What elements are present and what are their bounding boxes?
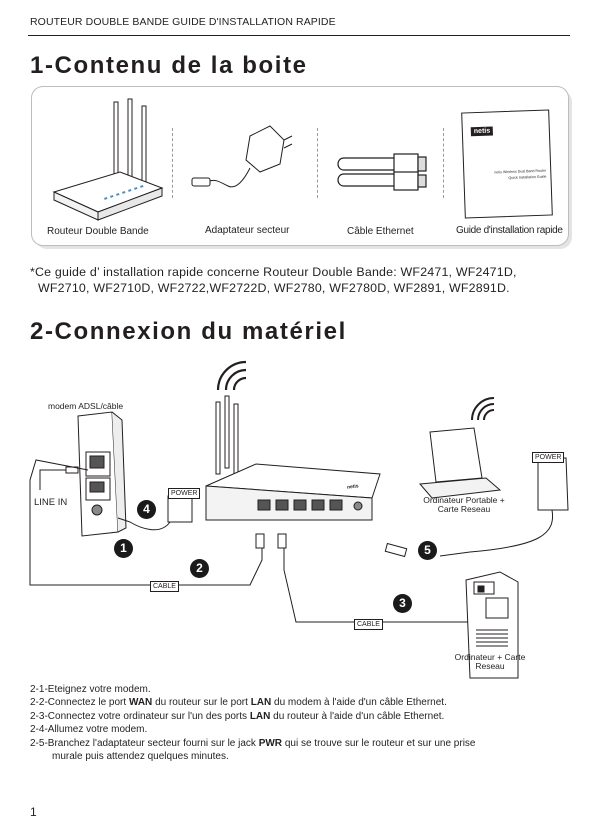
modem-label: modem ADSL/câble — [48, 401, 124, 411]
connection-diagram — [29, 360, 569, 679]
router-adapter-power-tag: POWER — [168, 488, 201, 499]
models-line-1: *Ce guide d’ installation rapide concern… — [30, 265, 517, 279]
cable-tag-computer: CABLE — [354, 619, 383, 630]
laptop-label-line2: Carte Reseau — [437, 504, 491, 514]
separator — [317, 128, 318, 198]
separator — [172, 128, 173, 198]
item-label-router: Routeur Double Bande — [47, 226, 149, 237]
desktop-label-line2: Reseau — [475, 661, 505, 671]
step-marker-1: 1 — [114, 539, 133, 558]
step-2-5-continued: murale puis attendez quelques minutes. — [52, 751, 229, 763]
section2-title: 2-Connexion du matériel — [30, 318, 347, 345]
section1-title: 1-Contenu de la boite — [30, 52, 308, 79]
supported-models-note: *Ce guide d’ installation rapide concern… — [30, 264, 575, 296]
desktop-label: Ordinateur + Carte Reseau — [440, 653, 540, 671]
dual-band-router-icon — [52, 98, 164, 221]
models-line-2: WF2710, WF2710D, WF2722,WF2722D, WF2780,… — [38, 281, 510, 295]
step-marker-4: 4 — [137, 500, 156, 519]
quick-guide-booklet: netis netis Wireless Dual Band Router Qu… — [461, 109, 553, 219]
cable-tag-modem: CABLE — [150, 581, 179, 592]
item-label-cable: Câble Ethernet — [347, 226, 414, 237]
header-title: ROUTEUR DOUBLE BANDE GUIDE D'INSTALLATIO… — [30, 16, 336, 28]
line-in-label: LINE IN — [34, 497, 68, 508]
laptop-label-line1: Ordinateur Portable + — [423, 495, 505, 505]
guide-brand-label: netis — [470, 126, 494, 137]
header-rule — [28, 35, 570, 36]
guide-cover-line2: Quick Installation Guide — [508, 174, 547, 180]
laptop-label: Ordinateur Portable + Carte Reseau — [414, 496, 514, 514]
guide-cover-line1: netis Wireless Dual Band Router — [494, 168, 547, 175]
step-marker-2: 2 — [190, 559, 209, 578]
step-marker-3: 3 — [393, 594, 412, 613]
step-2-1: 2-1-Eteignez votre modem. — [30, 684, 151, 695]
installation-steps: 2-1-Eteignez votre modem. 2-2-Connectez … — [30, 683, 475, 763]
step-2-5: 2-5-Branchez l'adaptateur secteur fourni… — [30, 737, 476, 749]
step-2-2: 2-2-Connectez le port WAN du routeur sur… — [30, 697, 447, 709]
step-2-3: 2-3-Connectez votre ordinateur sur l'un … — [30, 710, 445, 722]
separator — [443, 128, 444, 198]
step-marker-5: 5 — [418, 541, 437, 560]
item-label-guide: Guide d'installation rapide — [456, 225, 563, 236]
desktop-label-line1: Ordinateur + Carte — [454, 652, 526, 662]
power-adapter-icon — [191, 125, 293, 188]
wall-adapter-power-tag: POWER — [532, 452, 565, 463]
ethernet-cable-icon — [337, 153, 427, 191]
step-2-4: 2-4-Allumez votre modem. — [30, 724, 148, 736]
item-label-adapter: Adaptateur secteur — [205, 225, 290, 236]
page-number: 1 — [30, 805, 37, 819]
